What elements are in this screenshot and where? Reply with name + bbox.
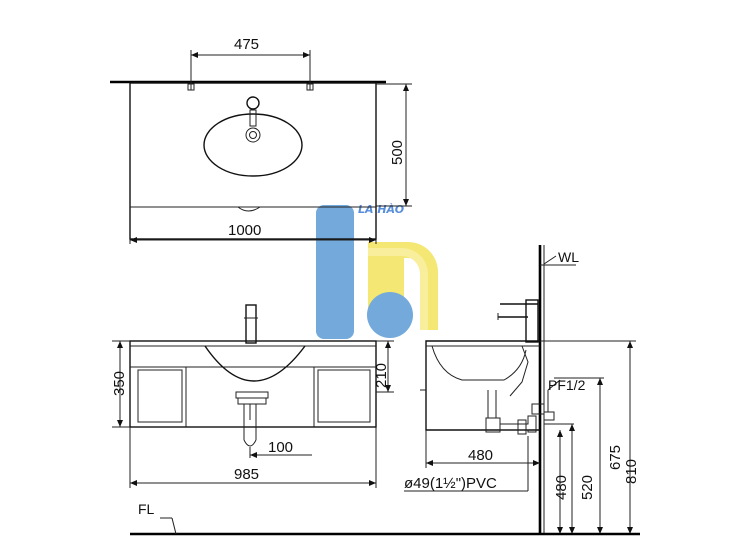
floor-line: FL	[130, 501, 640, 536]
dim-480-horizontal: 480	[468, 447, 493, 464]
dim-500: 500	[389, 140, 406, 165]
dim-h-675: 675	[607, 445, 624, 470]
label-wl: WL	[558, 249, 579, 265]
dim-350: 350	[111, 371, 128, 396]
vertical-dims: 480 520 675 810	[540, 340, 640, 534]
dim-100: 100	[268, 439, 293, 456]
watermark-text: LA HÀO	[358, 202, 404, 216]
dim-475: 475	[234, 36, 259, 53]
dim-pipe: ø49(1½")PVC	[404, 475, 497, 492]
top-view: 475 500 1000	[110, 36, 412, 244]
dim-1000: 1000	[228, 222, 261, 239]
dim-985: 985	[234, 466, 259, 483]
label-fl: FL	[138, 501, 155, 517]
watermark-logo: LA HÀO	[316, 202, 438, 339]
side-view: WL PF1/2 480 ø49(1½")PVC 480 520 675	[404, 245, 640, 534]
dim-h-810: 810	[623, 459, 640, 484]
label-pf12: PF1/2	[548, 377, 586, 393]
dim-210: 210	[373, 363, 390, 388]
front-view: 350 210 100 985	[111, 304, 394, 488]
dim-h-480: 480	[553, 475, 570, 500]
dim-h-520: 520	[579, 475, 596, 500]
